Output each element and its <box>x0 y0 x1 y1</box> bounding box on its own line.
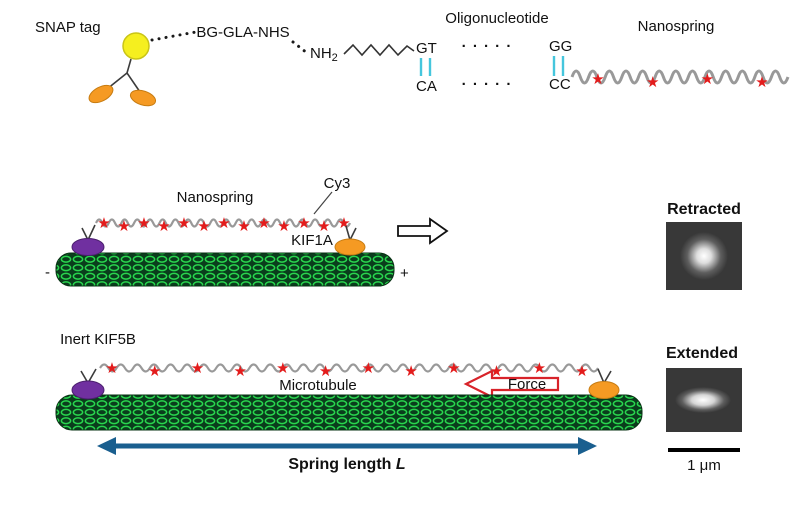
cy3-star-icon: ★ <box>404 363 417 380</box>
kif1a-motor-orange <box>334 225 366 256</box>
basepair-bonds <box>419 56 565 76</box>
length-arrowhead-right <box>578 437 597 455</box>
nanospring-stars-bottom: ★ ★ ★ ★ ★ ★ ★ ★ ★ ★ ★ ★ <box>105 360 588 380</box>
linker-dotted-line-right <box>291 40 309 55</box>
cy3-star-icon: ★ <box>277 218 290 235</box>
nanospring-coil-middle <box>94 218 352 228</box>
spring-length-label: Spring length L <box>288 456 405 473</box>
scale-bar <box>668 448 740 452</box>
strand2-left-bases: CA <box>416 78 437 95</box>
strand1-right-bases: GG <box>549 38 572 55</box>
cy3-star-icon: ★ <box>197 218 210 235</box>
cy3-star-icon: ★ <box>337 215 350 232</box>
cy3-star-icon: ★ <box>646 74 659 91</box>
cy3-star-icon: ★ <box>217 215 230 232</box>
cy3-star-icon: ★ <box>447 360 460 377</box>
motor-head-purple <box>71 380 105 400</box>
cy3-star-icon: ★ <box>591 71 604 88</box>
strand2-right-bases: CC <box>549 76 571 93</box>
cy3-star-icon: ★ <box>490 363 503 380</box>
oligonucleotide-title: Oligonucleotide <box>445 10 548 27</box>
inert-kif5b-label: Inert KIF5B <box>60 331 136 348</box>
alkyl-chain-zigzag <box>343 43 415 57</box>
nanospring-coil-bottom <box>99 363 599 373</box>
retracted-fluorescence-image <box>666 222 742 290</box>
nanospring-coil-top <box>570 69 790 85</box>
motor-stalk <box>81 224 96 241</box>
microtubule-label: Microtubule <box>279 377 357 394</box>
motor-head-orange <box>588 381 620 399</box>
cy3-star-icon: ★ <box>237 218 250 235</box>
kif5b-motor-purple <box>71 368 105 400</box>
cy3-star-icon: ★ <box>297 215 310 232</box>
antibody-fab-right <box>129 89 157 107</box>
cy3-star-icon: ★ <box>137 215 150 232</box>
cy3-star-icon: ★ <box>319 363 332 380</box>
cy3-star-icon: ★ <box>97 215 110 232</box>
motor-head-orange <box>334 238 366 256</box>
cy3-star-icon: ★ <box>317 218 330 235</box>
antibody-stem <box>126 58 132 74</box>
cy3-star-icon: ★ <box>257 215 270 232</box>
nanospring-label-top: Nanospring <box>638 18 715 35</box>
cy3-star-icon: ★ <box>233 363 246 380</box>
cy3-star-icon: ★ <box>362 360 375 377</box>
cy3-pointer-line <box>313 191 333 215</box>
scale-bar-label: 1 μm <box>687 457 721 474</box>
fluorescent-streak <box>675 387 731 413</box>
cy3-star-icon: ★ <box>157 218 170 235</box>
nanospring-stars-top: ★ ★ ★ ★ <box>591 71 768 91</box>
nanospring-stars-middle: ★ ★ ★ ★ ★ ★ ★ ★ ★ ★ ★ ★ ★ <box>97 215 350 235</box>
cy3-star-icon: ★ <box>575 363 588 380</box>
motor-stalk <box>345 225 357 241</box>
snap-tag-sphere <box>122 32 150 60</box>
retracted-label: Retracted <box>667 201 741 218</box>
cy3-star-icon: ★ <box>276 360 289 377</box>
amine-label: NH2 <box>310 45 338 64</box>
linker-dotted-line-left <box>150 30 198 42</box>
nanospring-label-middle: Nanospring <box>177 189 254 206</box>
snap-tag-antibody <box>88 32 157 107</box>
microtubule-middle <box>55 252 395 287</box>
cy3-star-icon: ★ <box>191 360 204 377</box>
strand1-left-bases: GT <box>416 40 437 57</box>
strand1-dots: · · · · · <box>462 38 513 55</box>
extended-fluorescence-image <box>666 368 742 432</box>
cy3-star-icon: ★ <box>701 71 714 88</box>
length-arrowhead-left <box>97 437 116 455</box>
spring-length-arrow <box>97 437 597 455</box>
linker-label: BG-GLA-NHS <box>196 24 289 41</box>
force-label: Force <box>508 376 546 393</box>
cy3-star-icon: ★ <box>105 360 118 377</box>
antibody-fab-left <box>88 84 114 104</box>
cy3-star-icon: ★ <box>117 218 130 235</box>
fluorescent-spot <box>680 232 728 280</box>
force-arrow-icon <box>463 369 560 399</box>
transition-arrow-icon <box>397 217 449 245</box>
microtubule-bottom <box>55 394 643 431</box>
cy3-star-icon: ★ <box>755 74 768 91</box>
kif1a-motor-orange-bottom <box>588 368 620 399</box>
plus-end-label: + <box>400 265 409 282</box>
strand2-dots: · · · · · <box>462 76 513 93</box>
minus-end-label: - <box>45 264 50 281</box>
oligo-duplex: GT · · · · · GG CA · · · · · CC <box>416 38 572 95</box>
cy3-label: Cy3 <box>324 175 351 192</box>
motor-head-purple <box>71 238 105 256</box>
motor-stalk <box>597 368 612 384</box>
cy3-star-icon: ★ <box>533 360 546 377</box>
extended-label: Extended <box>666 345 738 362</box>
snap-tag-label: SNAP tag <box>35 19 101 36</box>
cy3-star-icon: ★ <box>177 215 190 232</box>
kif1a-label: KIF1A <box>291 232 333 249</box>
cy3-star-icon: ★ <box>148 363 161 380</box>
kif1a-motor-purple <box>71 224 105 256</box>
